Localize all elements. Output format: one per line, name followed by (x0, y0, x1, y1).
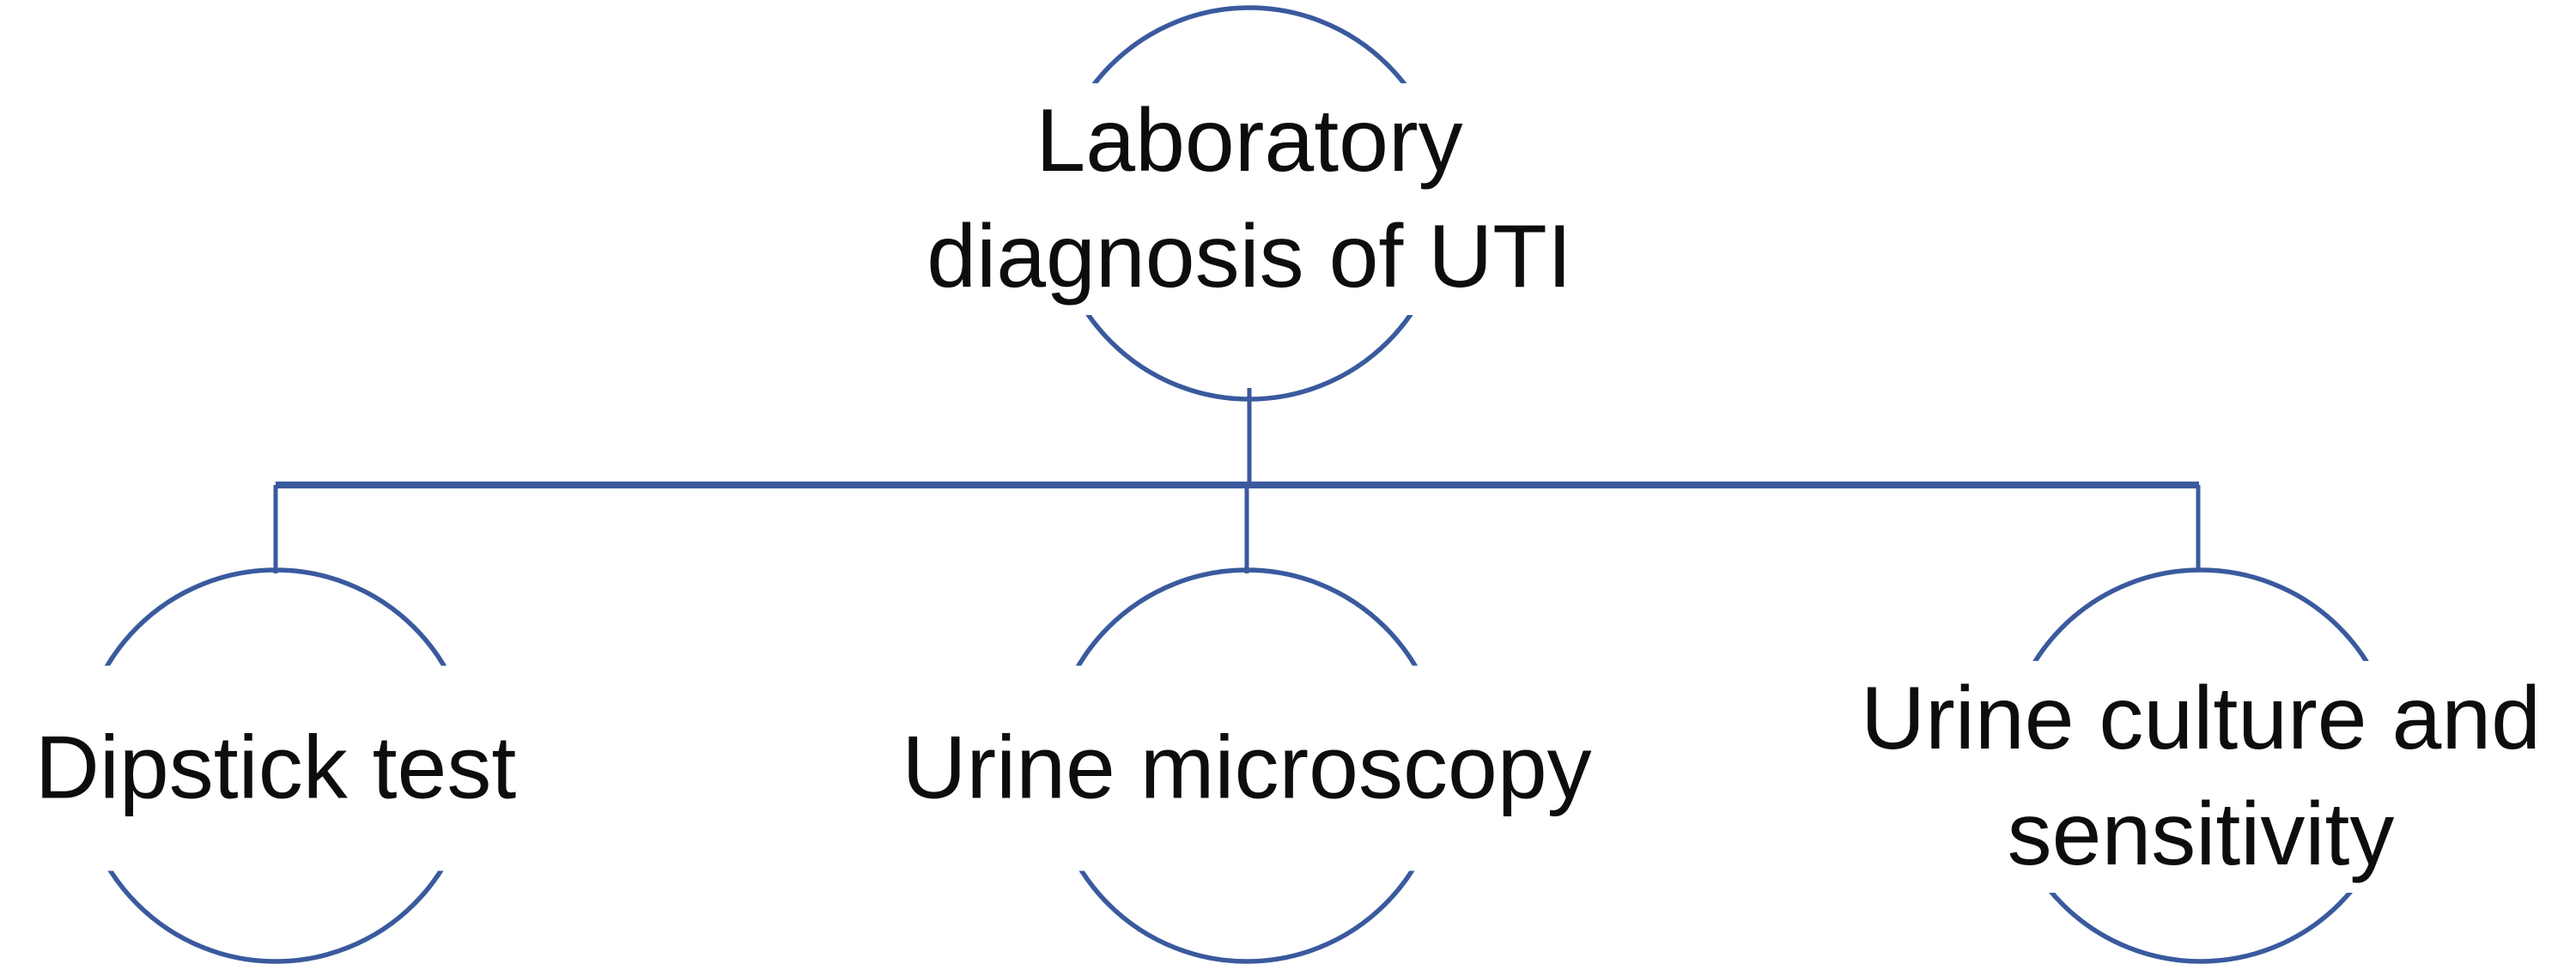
node-label-line: Urine culture and (1861, 669, 2541, 768)
node-label-dipstick-test: Dipstick test (12, 665, 539, 871)
node-label-line: diagnosis of UTI (927, 207, 1572, 306)
node-label-urine-microscopy: Urine microscopy (879, 665, 1614, 871)
node-label-line: sensitivity (2007, 785, 2395, 884)
node-label-line: Dipstick test (34, 718, 517, 818)
node-label-urine-culture-sensitivity: Urine culture and sensitivity (1845, 661, 2556, 893)
node-label-line: Urine microscopy (902, 718, 1592, 818)
node-label-line: Laboratory (1036, 91, 1463, 191)
node-label-laboratory-diagnosis: Laboratory diagnosis of UTI (911, 83, 1588, 315)
